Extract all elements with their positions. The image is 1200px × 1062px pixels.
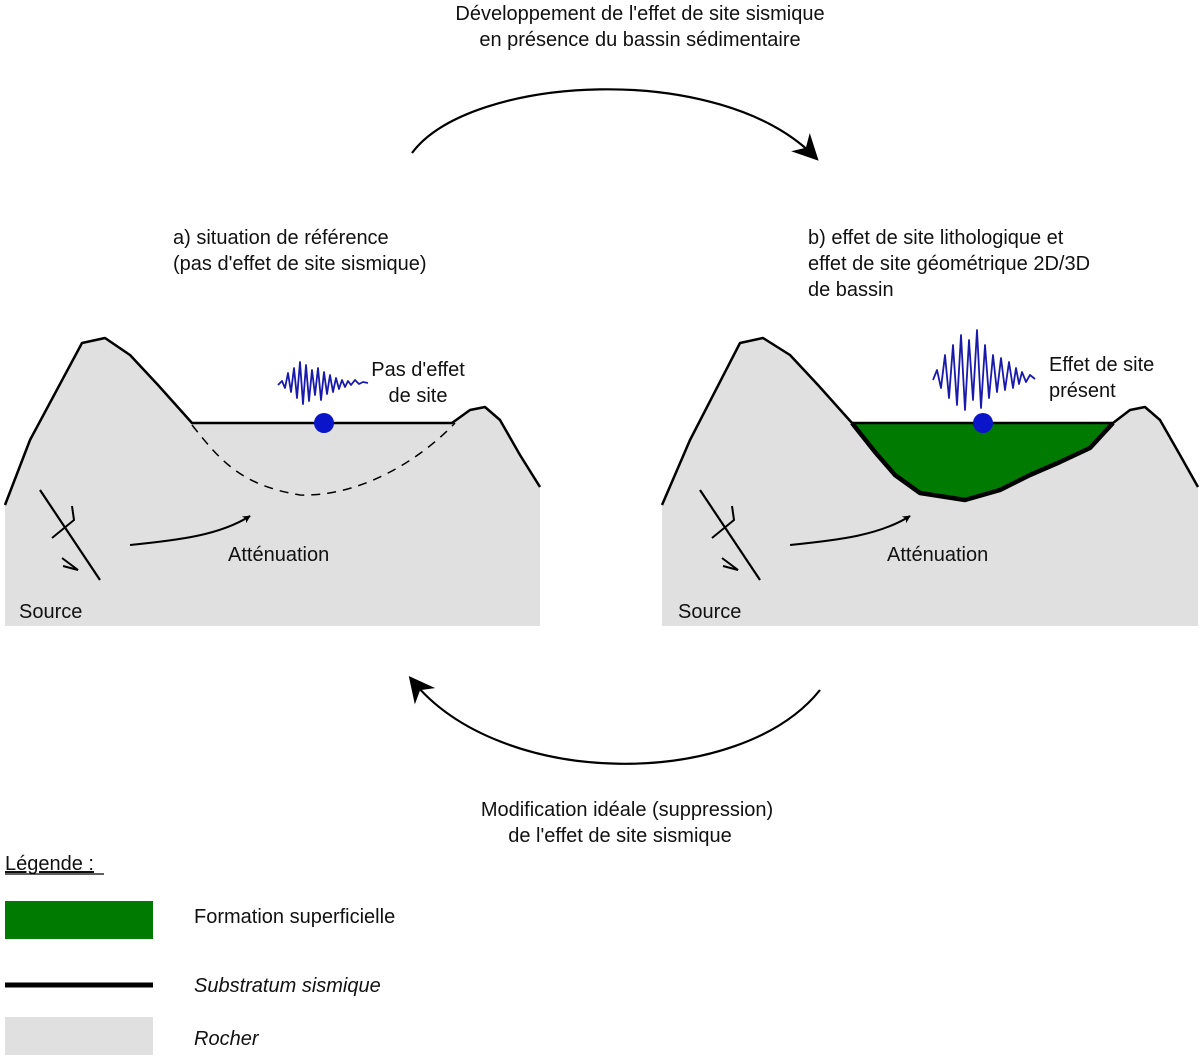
legend-label-substratum-sismique: Substratum sismique bbox=[194, 975, 381, 997]
panel-a-title-line2: (pas d'effet de site sismique) bbox=[173, 253, 427, 275]
panel-b-cross-section bbox=[660, 329, 1200, 626]
panel-a-cross-section bbox=[3, 336, 542, 626]
panel-a-fault-slip-up bbox=[51, 505, 76, 539]
panel-b-fault-slip-down bbox=[721, 557, 739, 571]
panel-a-dashed-basin-outline bbox=[191, 422, 456, 496]
panel-b-seismogram bbox=[932, 329, 1036, 411]
panel-b-site-marker bbox=[973, 413, 993, 433]
legend-swatch-formation-superficielle bbox=[5, 901, 153, 939]
panel-b-fault-line bbox=[699, 489, 761, 581]
panel-a-ground-surface bbox=[3, 336, 542, 506]
panel-a-site-label-line1: Pas d'effet bbox=[371, 359, 465, 381]
panel-a-fault-line bbox=[39, 489, 101, 581]
legend-title: Légende : bbox=[5, 853, 94, 875]
panel-a-attenuation-label: Atténuation bbox=[228, 544, 329, 566]
top-caption-line2: en présence du bassin sédimentaire bbox=[479, 29, 800, 51]
panel-b-ground-surface bbox=[660, 336, 1200, 506]
panel-b-fault-slip-up bbox=[711, 505, 736, 539]
panel-b-title-line3: de bassin bbox=[808, 279, 894, 301]
legend: Légende : Formation superficielle Substr… bbox=[5, 853, 395, 1055]
panel-a-site-label-line2: de site bbox=[389, 385, 448, 407]
top-caption-line1: Développement de l'effet de site sismiqu… bbox=[455, 3, 824, 25]
legend-label-formation-superficielle: Formation superficielle bbox=[194, 906, 395, 928]
panel-b-site-label-line1: Effet de site bbox=[1049, 354, 1154, 376]
panel-b-site-label-line2: présent bbox=[1049, 380, 1116, 402]
panel-a-seismogram bbox=[277, 361, 369, 405]
bottom-caption-line1: Modification idéale (suppression) bbox=[481, 799, 773, 821]
panel-a-attenuation-arrow bbox=[129, 515, 251, 546]
legend-swatch-rocher bbox=[5, 1017, 153, 1055]
panel-a-rock bbox=[5, 338, 540, 626]
panel-b-attenuation-label: Atténuation bbox=[887, 544, 988, 566]
panel-a-site-marker bbox=[314, 413, 334, 433]
panel-b-seismic-substratum bbox=[850, 421, 1115, 503]
bottom-cycle-arrow bbox=[408, 675, 821, 765]
panel-b-title-line2: effet de site géométrique 2D/3D bbox=[808, 253, 1090, 275]
panel-b-sedimentary-basin bbox=[852, 423, 1113, 500]
panel-b-attenuation-arrow bbox=[789, 515, 911, 546]
panel-a-title-line1: a) situation de référence bbox=[173, 227, 389, 249]
top-cycle-arrow bbox=[411, 88, 819, 161]
panel-a-source-label: Source bbox=[19, 601, 82, 623]
bottom-caption-line2: de l'effet de site sismique bbox=[508, 825, 732, 847]
panel-b-title-line1: b) effet de site lithologique et bbox=[808, 227, 1064, 249]
legend-label-rocher: Rocher bbox=[194, 1028, 260, 1050]
panel-a-fault-slip-down bbox=[61, 557, 79, 571]
panel-b-source-label: Source bbox=[678, 601, 741, 623]
